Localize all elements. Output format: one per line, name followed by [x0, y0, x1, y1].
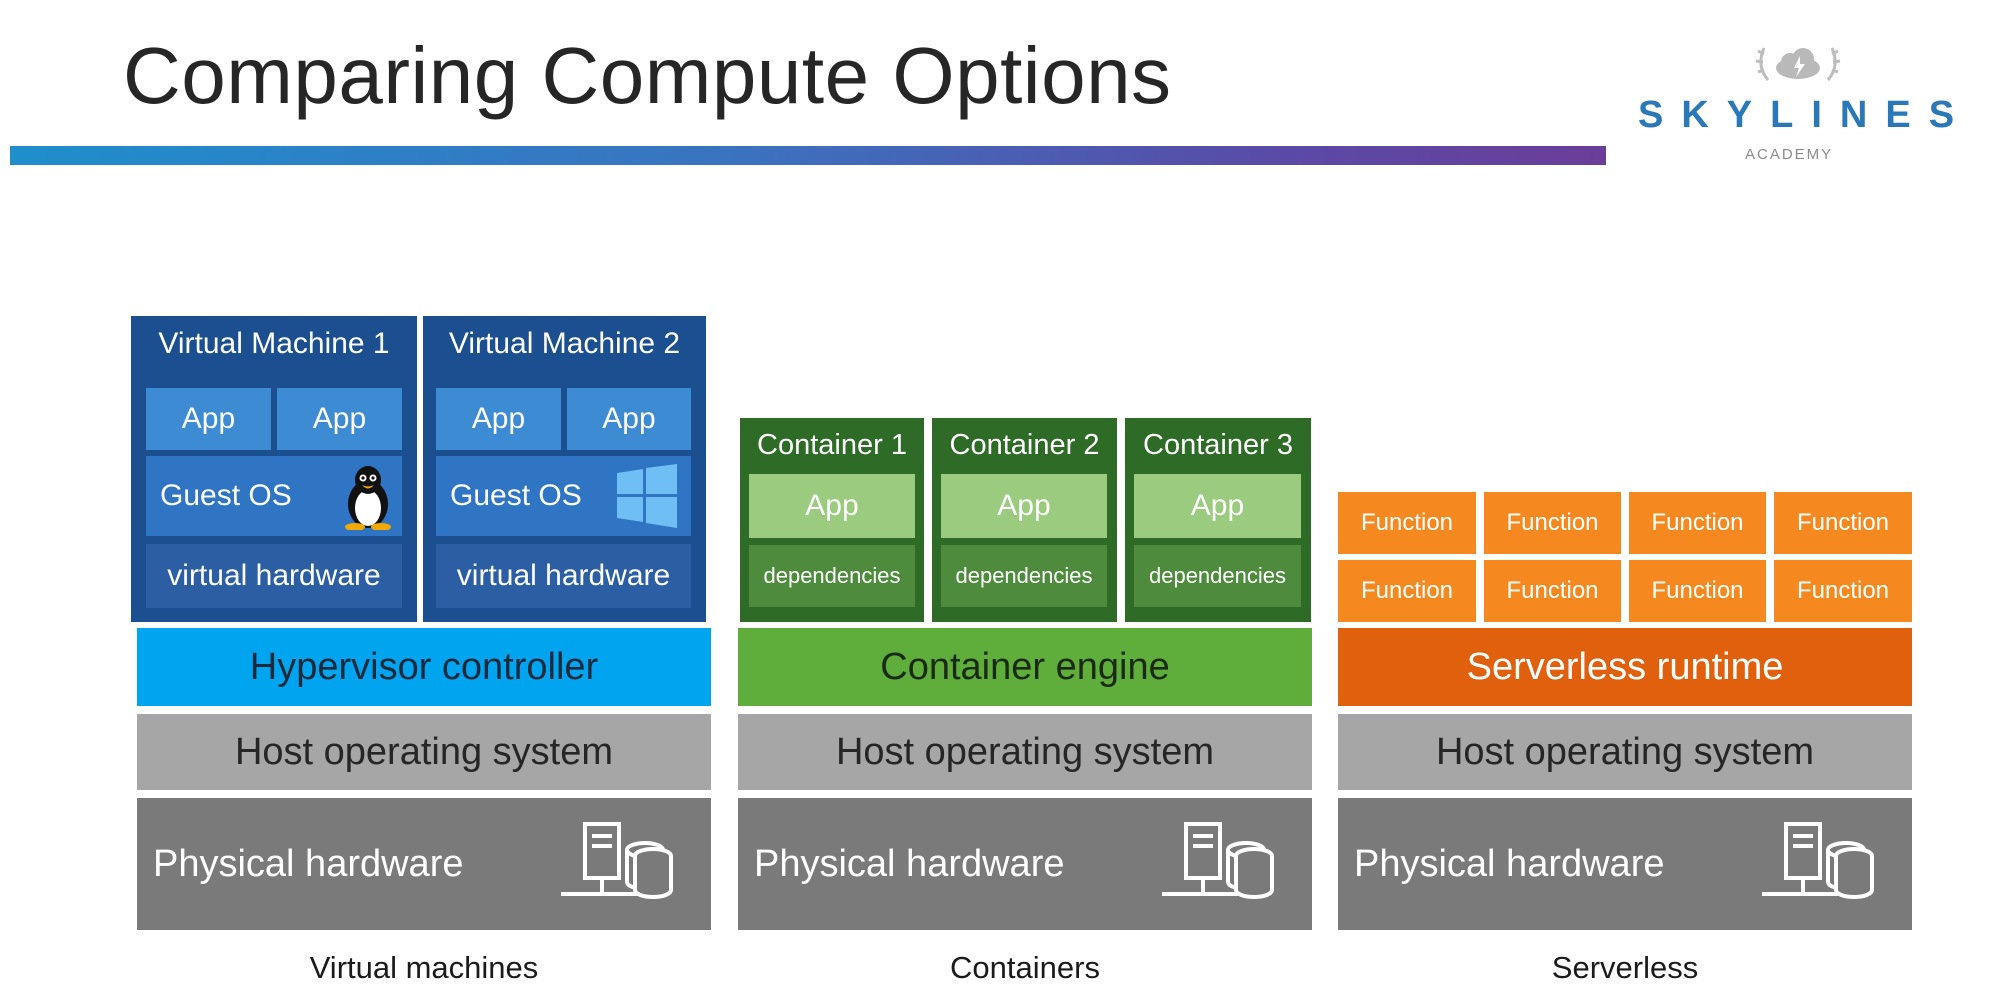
guest-os-label: Guest OS: [450, 479, 582, 512]
vm-title: Virtual Machine 2: [448, 327, 681, 360]
logo-wordmark: SKYLINES: [1638, 94, 1973, 136]
container-dependencies: dependencies: [941, 545, 1107, 607]
virtual-hardware: virtual hardware: [146, 544, 402, 608]
logo-subtitle: ACADEMY: [1745, 146, 1834, 163]
function-block: Function: [1484, 560, 1621, 622]
function-block: Function: [1338, 492, 1476, 554]
container-dependencies: dependencies: [749, 545, 915, 607]
container-title: Container 1: [757, 428, 907, 461]
host-operating-system: Host operating system: [137, 714, 711, 790]
function-block: Function: [1338, 560, 1476, 622]
function-block: Function: [1629, 560, 1766, 622]
host-operating-system: Host operating system: [738, 714, 1312, 790]
cloud-laurel-icon: [1755, 47, 1841, 81]
guest-os-label: Guest OS: [160, 479, 292, 512]
physical-hardware: Physical hardware: [137, 798, 711, 930]
container-app: App: [1134, 474, 1301, 538]
host-operating-system: Host operating system: [1338, 714, 1912, 790]
physical-hardware-label: Physical hardware: [1354, 842, 1665, 885]
function-block: Function: [1629, 492, 1766, 554]
container-app: App: [941, 474, 1107, 538]
physical-hardware: Physical hardware: [1338, 798, 1912, 930]
server-database-icon: [1762, 822, 1874, 899]
container-dependencies: dependencies: [1134, 545, 1301, 607]
guest-os: Guest OS: [146, 456, 402, 536]
physical-hardware-label: Physical hardware: [754, 842, 1065, 885]
vm-app: App: [567, 388, 691, 450]
windows-logo-icon: [617, 464, 677, 528]
container-app: App: [749, 474, 915, 538]
skylines-logo: SKYLINES ACADEMY: [1630, 40, 1960, 170]
serverless-runtime: Serverless runtime: [1338, 628, 1912, 706]
column-label-containers: Containers: [950, 950, 1100, 985]
vm-title: Virtual Machine 1: [158, 327, 390, 360]
vm-app: App: [146, 388, 271, 450]
container-title: Container 3: [1143, 428, 1293, 461]
page-title: Comparing Compute Options: [123, 31, 1172, 120]
function-block: Function: [1774, 492, 1912, 554]
title-underline: [10, 146, 1606, 165]
function-block: Function: [1484, 492, 1621, 554]
guest-os: Guest OS: [436, 456, 691, 536]
server-database-icon: [561, 822, 673, 899]
column-label-serverless: Serverless: [1551, 950, 1699, 985]
vm-app: App: [436, 388, 561, 450]
container-engine: Container engine: [738, 628, 1312, 706]
physical-hardware: Physical hardware: [738, 798, 1312, 930]
column-label-virtual-machines: Virtual machines: [309, 950, 539, 985]
virtual-hardware: virtual hardware: [436, 544, 691, 608]
container-title: Container 2: [949, 428, 1100, 461]
physical-hardware-label: Physical hardware: [153, 842, 464, 885]
server-database-icon: [1162, 822, 1274, 899]
linux-penguin-icon: [345, 466, 391, 530]
vm-app: App: [277, 388, 402, 450]
hypervisor-controller: Hypervisor controller: [137, 628, 711, 706]
function-block: Function: [1774, 560, 1912, 622]
